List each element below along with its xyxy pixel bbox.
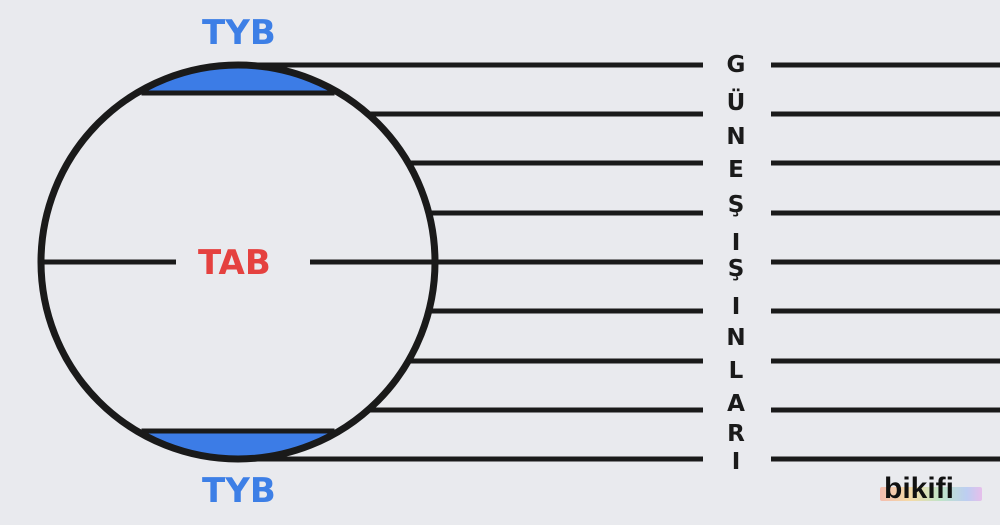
sun-rays-letter: Ş bbox=[727, 256, 745, 282]
sun-rays-letter: L bbox=[728, 358, 744, 384]
sun-rays-letter: Ü bbox=[726, 90, 746, 116]
tab-label: TAB bbox=[198, 243, 271, 283]
sun-rays-letter: R bbox=[727, 421, 745, 447]
sun-rays-letter: A bbox=[727, 391, 745, 417]
tyb-bottom-label: TYB bbox=[202, 471, 276, 511]
sun-rays-letter: Ş bbox=[727, 192, 745, 218]
sun-rays-letter: N bbox=[726, 325, 746, 351]
sun-rays-letter: E bbox=[728, 157, 744, 183]
brand-underline bbox=[880, 487, 982, 501]
sun-rays-left bbox=[255, 62, 703, 462]
sun-rays-right bbox=[771, 62, 1000, 462]
sun-rays-letter: I bbox=[731, 449, 741, 475]
sun-rays-letter: G bbox=[726, 52, 746, 78]
tyb-top-label: TYB bbox=[202, 13, 276, 53]
sun-rays-letter: I bbox=[731, 230, 741, 256]
sun-rays-letter: I bbox=[731, 294, 741, 320]
sun-rays-letter: N bbox=[726, 124, 746, 150]
brand-logo: bikifi bbox=[884, 472, 955, 505]
